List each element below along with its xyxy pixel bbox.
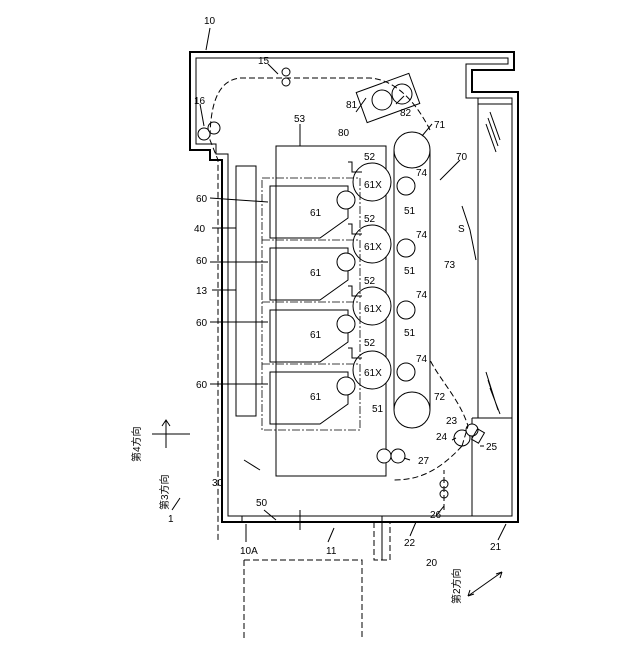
- label-52a: 52: [364, 152, 376, 163]
- label-23: 23: [446, 416, 458, 427]
- label-51d: 51: [372, 404, 384, 415]
- label-25: 25: [486, 442, 498, 453]
- direction-3-label: 第3方向: [158, 474, 171, 510]
- exposure-unit-40: [236, 166, 256, 416]
- paper-cassette: [478, 98, 512, 418]
- label-74a: 74: [416, 168, 428, 179]
- label-52d: 52: [364, 338, 376, 349]
- roller-72: [394, 392, 430, 428]
- label-51c: 51: [404, 328, 416, 339]
- label-61c: 61: [310, 330, 322, 341]
- housing-inner-wall: [196, 58, 512, 516]
- label-10a: 10A: [240, 546, 258, 557]
- label-15: 15: [258, 56, 270, 67]
- label-70: 70: [456, 152, 468, 163]
- label-72: 72: [434, 392, 446, 403]
- axis-4-3-arrow: [152, 420, 190, 448]
- label-61b: 61: [310, 268, 322, 279]
- label-21: 21: [490, 542, 502, 553]
- label-60a: 60: [196, 194, 208, 205]
- paper-stack-top: [486, 112, 500, 152]
- direction-2-label: 第2方向: [450, 568, 463, 604]
- axis-2-arrow: [468, 572, 502, 596]
- label-61a: 61: [310, 208, 322, 219]
- label-51a: 51: [404, 206, 416, 217]
- roller-81: [372, 90, 392, 110]
- label-61x-b: 61X: [364, 242, 382, 253]
- label-30: 30: [212, 478, 224, 489]
- label-11: 11: [326, 546, 337, 557]
- label-61x-d: 61X: [364, 368, 382, 379]
- label-81: 81: [346, 100, 358, 111]
- label-16: 16: [194, 96, 206, 107]
- label-74d: 74: [416, 354, 428, 365]
- label-71: 71: [434, 120, 446, 131]
- label-61d: 61: [310, 392, 322, 403]
- label-40: 40: [194, 224, 206, 235]
- label-53: 53: [294, 114, 306, 125]
- label-73: 73: [444, 260, 456, 271]
- label-60d: 60: [196, 380, 208, 391]
- roller-71: [394, 132, 430, 168]
- label-74c: 74: [416, 290, 428, 301]
- label-61x-c: 61X: [364, 304, 382, 315]
- label-10: 10: [204, 16, 216, 27]
- label-20: 20: [426, 558, 438, 569]
- label-52b: 52: [364, 214, 376, 225]
- roller-27b: [391, 449, 405, 463]
- label-74b: 74: [416, 230, 428, 241]
- image-unit-2: [270, 225, 415, 300]
- roller-27a: [377, 449, 391, 463]
- label-52c: 52: [364, 276, 376, 287]
- direction-4-label: 第4方向: [130, 426, 143, 462]
- label-50: 50: [256, 498, 268, 509]
- external-unit: [244, 560, 362, 640]
- discharge-section: [242, 510, 382, 560]
- label-80: 80: [338, 128, 350, 139]
- roller-15a: [282, 68, 290, 76]
- label-1: 1: [168, 514, 174, 525]
- label-24: 24: [436, 432, 448, 443]
- label-51b: 51: [404, 266, 416, 277]
- image-unit-1: [270, 163, 415, 238]
- label-13: 13: [196, 286, 208, 297]
- housing-10: [190, 52, 518, 522]
- label-26: 26: [430, 510, 442, 521]
- label-22: 22: [404, 538, 416, 549]
- label-27: 27: [418, 456, 430, 467]
- label-82: 82: [400, 108, 412, 119]
- image-unit-3: [270, 287, 415, 362]
- roller-15b: [282, 78, 290, 86]
- label-61x-a: 61X: [364, 180, 382, 191]
- label-60b: 60: [196, 256, 208, 267]
- label-60c: 60: [196, 318, 208, 329]
- paper-stack-bottom: [486, 372, 500, 414]
- label-s: S: [458, 224, 465, 235]
